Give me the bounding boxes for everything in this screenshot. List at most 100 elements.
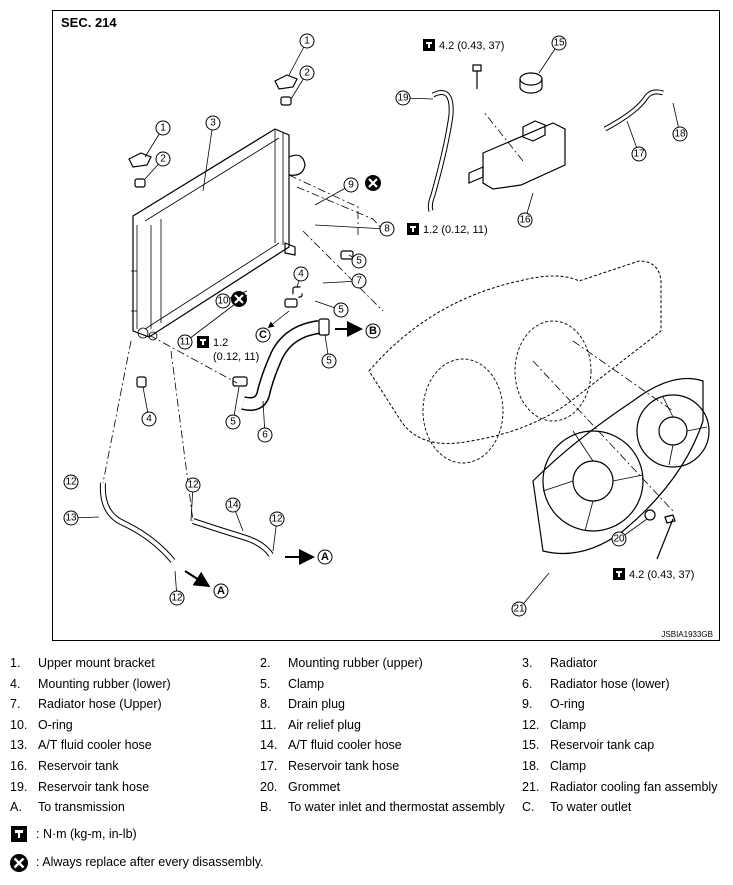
replace-x-icon [10, 854, 28, 872]
callout-14: 14 [225, 497, 244, 532]
callout-2b: 2 [144, 151, 171, 180]
legend-item: C. To water outlet [522, 800, 733, 820]
svg-text:17: 17 [633, 149, 645, 160]
reservoir-tank-hose-17 [603, 89, 664, 132]
at-fluid-cooler-hose-14 [192, 518, 274, 557]
callout-12c: 12 [269, 511, 285, 552]
legend-number: 3. [522, 656, 533, 670]
legend-number: 12. [522, 717, 540, 732]
callout-4b: 4 [141, 386, 157, 427]
torque-air-relief-value: 1.2 [213, 337, 228, 349]
legend-text: Clamp [550, 717, 587, 732]
svg-text:C: C [259, 329, 267, 341]
svg-text:9: 9 [348, 180, 354, 191]
legend-number: 14. [260, 738, 278, 753]
reservoir-tank-cap [519, 72, 543, 94]
legend-item: 4.Mounting rubber (lower) [10, 677, 260, 697]
legend-text: Air relief plug [288, 717, 361, 732]
svg-text:5: 5 [356, 256, 362, 267]
legend-text: A/T fluid cooler hose [38, 738, 152, 753]
legend-text: Drain plug [288, 697, 345, 712]
legend-number: 16. [10, 759, 28, 773]
legend-item: 21.Radiator cooling fan assembly [522, 780, 733, 800]
arrow-a-lower: A [184, 570, 229, 599]
svg-text:5: 5 [326, 356, 332, 367]
arrow-a-upper: A [285, 549, 333, 565]
legend-text: Clamp [288, 676, 325, 691]
legend-text: Reservoir tank [38, 759, 119, 773]
callout-7: 7 [322, 273, 367, 289]
svg-text:18: 18 [674, 129, 686, 140]
legend-text: To water outlet [550, 800, 632, 815]
parts-diagram: SEC. 214 [52, 10, 720, 641]
reservoir-tank-hose-19 [427, 90, 454, 212]
callout-2a: 2 [290, 65, 315, 100]
torque-drain-plug: 1.2 (0.12, 11) [423, 224, 488, 236]
legend-item: 5.Clamp [260, 677, 510, 697]
svg-text:A: A [217, 585, 225, 597]
legend-text: Mounting rubber (upper) [288, 656, 423, 670]
callout-12d: 12 [169, 570, 185, 606]
callout-21: 21 [511, 572, 550, 617]
legend-text: Clamp [550, 759, 587, 773]
svg-text:20: 20 [613, 534, 625, 545]
torque-icon-reservoir [423, 39, 435, 51]
legend-item: 18.Clamp [522, 759, 733, 779]
radiator-core-support [368, 260, 662, 464]
svg-text:21: 21 [513, 604, 525, 615]
radiator [131, 128, 306, 341]
callout-9: 9 [314, 177, 359, 206]
legend-number: 21. [522, 779, 540, 794]
legend-number: 8. [260, 697, 271, 712]
legend-number: 2. [260, 656, 271, 670]
legend-item: 3.Radiator [522, 656, 733, 676]
callout-13: 13 [63, 510, 100, 526]
callout-1b: 1 [144, 120, 171, 158]
legend-number: 10. [10, 717, 28, 732]
svg-text:16: 16 [519, 215, 531, 226]
legend-item: B.To water inlet and thermostat assembly [260, 800, 510, 820]
at-fluid-cooler-hose-13 [99, 482, 176, 563]
legend-text: Reservoir tank hose [288, 759, 400, 773]
legend-item: 2. Mounting rubber (upper) [260, 656, 510, 676]
svg-text:A: A [321, 551, 329, 563]
svg-text:5: 5 [338, 305, 344, 316]
callout-4a: 4 [293, 266, 309, 288]
callout-1a: 1 [288, 33, 315, 76]
exploded-view: SEC. 214 [61, 15, 713, 639]
callout-3: 3 [202, 115, 221, 192]
torque-icon-drain [407, 223, 419, 235]
legend-item: 14.A/T fluid cooler hose [260, 738, 510, 758]
torque-fan: 4.2 (0.43, 37) [629, 569, 694, 581]
legend-number: B. [260, 800, 272, 815]
callout-6: 6 [257, 400, 273, 443]
svg-text:7: 7 [356, 276, 362, 287]
svg-text:4: 4 [298, 269, 304, 280]
upper-mount-bracket-right [274, 74, 298, 106]
svg-text:12: 12 [187, 480, 199, 491]
arrow-b: B [335, 321, 381, 339]
svg-text:B: B [369, 325, 377, 337]
legend-text: O-ring [38, 717, 73, 732]
replace-x-icon-9 [363, 173, 383, 193]
svg-text:3: 3 [210, 118, 216, 129]
callout-20: 20 [611, 518, 648, 547]
torque-icon-fan [613, 568, 625, 580]
legend-number: C. [522, 800, 535, 815]
svg-text:14: 14 [227, 500, 239, 511]
torque-icon-air-relief [197, 336, 209, 348]
torque-air-relief-unit: (0.12, 11) [213, 351, 259, 363]
svg-text:4: 4 [146, 414, 152, 425]
svg-text:12: 12 [271, 514, 283, 525]
legend-number: 1. [10, 656, 21, 670]
torque-wrench-icon [11, 826, 27, 842]
legend-number: A. [10, 800, 22, 815]
callout-5c: 5 [321, 334, 337, 369]
legend-text: Reservoir tank cap [550, 738, 655, 753]
legend-text: Radiator hose (lower) [550, 676, 670, 691]
legend-text: Reservoir tank hose [38, 779, 150, 794]
legend-item: 9.O-ring [522, 697, 733, 717]
legend-number: 13. [10, 738, 28, 753]
svg-text:15: 15 [553, 38, 565, 49]
legend-text: Mounting rubber (lower) [38, 676, 171, 691]
